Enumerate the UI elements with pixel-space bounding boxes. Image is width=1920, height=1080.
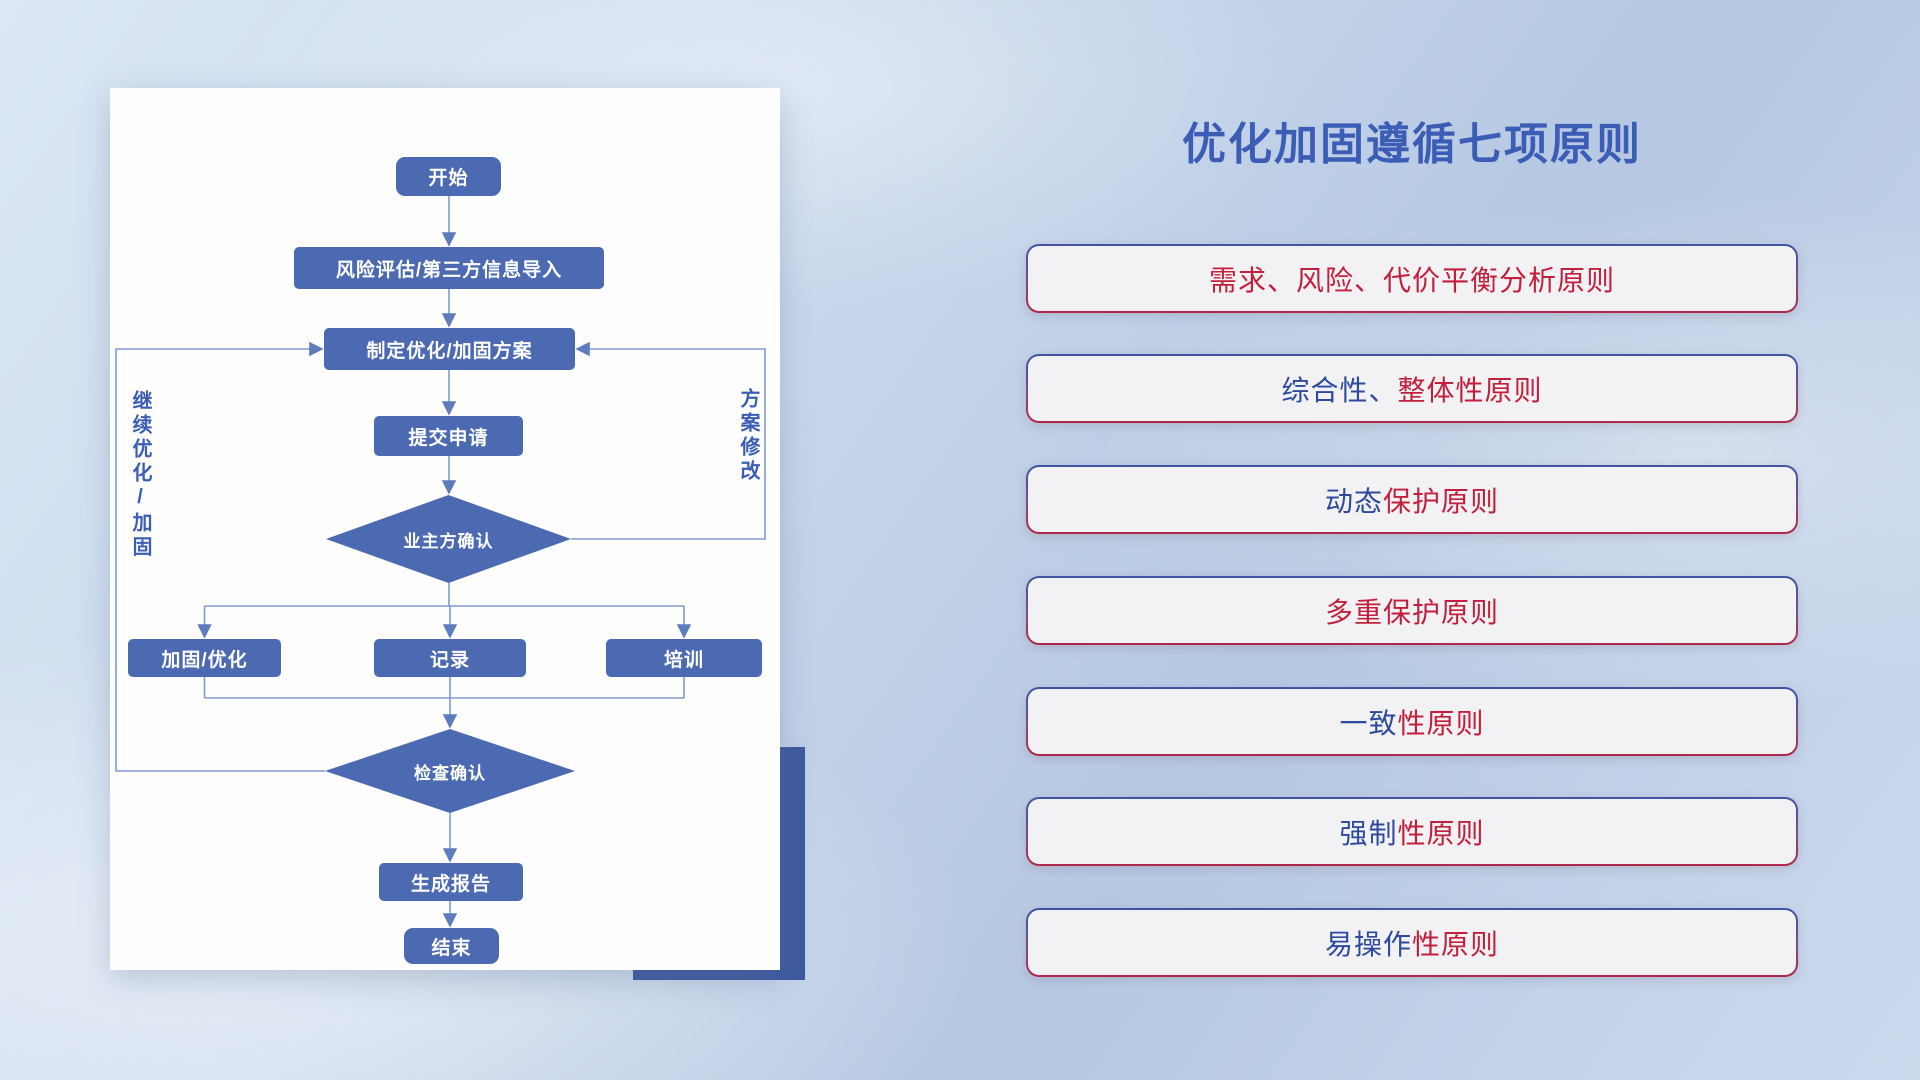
flow-node-record: 记录 [374,639,526,677]
principle-box-5: 一致性原则 [1026,687,1798,756]
principles-panel: 优化加固遵循七项原则 需求、风险、代价平衡分析原则 综合性、整体性原则 动态保护… [1026,0,1798,1080]
flow-node-submit: 提交申请 [374,416,523,456]
flow-node-end: 结束 [404,928,499,964]
principle-text-1: 需求、风险、代价平衡分析原则 [1028,246,1796,311]
principle-text-7: 易操作性原则 [1028,910,1796,975]
principle-box-2: 综合性、整体性原则 [1026,354,1798,423]
principle-box-3: 动态保护原则 [1026,465,1798,534]
flow-node-report: 生成报告 [379,863,523,901]
principle-text-2: 综合性、整体性原则 [1028,356,1796,421]
flow-node-make-plan: 制定优化/加固方案 [324,328,575,370]
flowchart-card: 开始 风险评估/第三方信息导入 制定优化/加固方案 提交申请 业主方确认 加固/… [110,88,780,970]
connector-lines [115,196,766,928]
principle-box-7: 易操作性原则 [1026,908,1798,977]
flow-node-reinforce: 加固/优化 [128,639,281,677]
principle-text-5: 一致性原则 [1028,689,1796,754]
flow-node-training: 培训 [606,639,762,677]
flow-node-risk-import: 风险评估/第三方信息导入 [294,247,604,289]
flow-label-continue-loop: 继续优化/加固 [129,390,151,560]
principle-text-4: 多重保护原则 [1028,578,1796,643]
principles-title: 优化加固遵循七项原则 [1182,120,1642,169]
principle-box-1: 需求、风险、代价平衡分析原则 [1026,244,1798,313]
principle-text-3: 动态保护原则 [1028,467,1796,532]
flow-node-start: 开始 [396,157,501,196]
flow-label-plan-revise: 方案修改 [737,388,759,484]
flowchart-connectors [115,196,766,928]
principle-box-6: 强制性原则 [1026,797,1798,866]
principle-box-4: 多重保护原则 [1026,576,1798,645]
principle-text-6: 强制性原则 [1028,799,1796,864]
